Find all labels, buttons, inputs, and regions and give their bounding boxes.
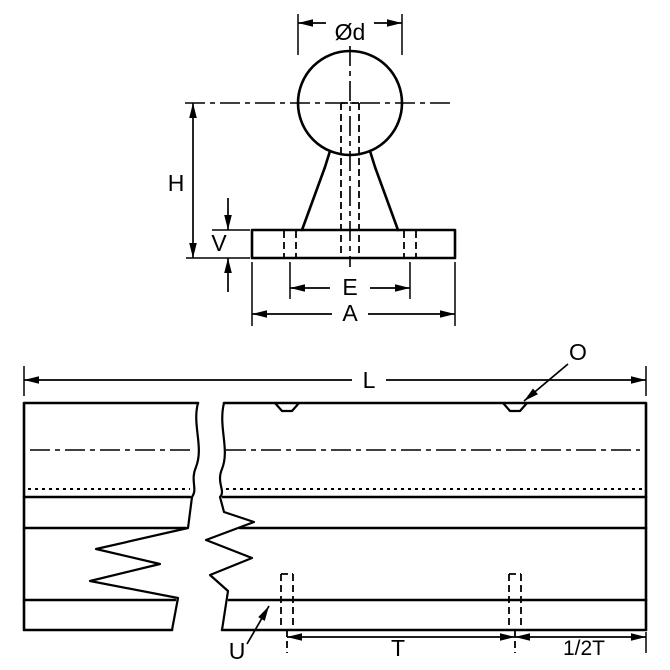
bottom-hole-2-hidden [508, 573, 522, 629]
left-break-line [88, 402, 200, 631]
rail-right-segment-outline [220, 401, 648, 632]
dim-hole-pitch: T 1/2T [286, 630, 647, 661]
bottom-hole-label: U [229, 638, 246, 664]
rail-left-segment-outline [22, 401, 200, 632]
top-hole-label: O [569, 339, 587, 365]
dim-base-thickness: V [211, 198, 250, 292]
dim-length: L [23, 366, 647, 396]
bottom-hole-1-hidden [280, 573, 294, 629]
dim-base-width: A [251, 262, 456, 326]
base-thickness-label: V [211, 230, 227, 256]
rail-side-view: L O [22, 339, 648, 664]
hole-pitch-label: T [391, 635, 405, 661]
base-plate [250, 228, 457, 260]
dim-hole-spacing: E [289, 262, 411, 300]
callout-bottom-hole: U [229, 605, 270, 664]
dim-shaft-diameter: Ød [297, 14, 403, 55]
top-hole-leader-arrow [523, 363, 569, 402]
countersink-hole-1 [274, 402, 300, 413]
hole-spacing-label: E [342, 274, 357, 300]
countersink-hole-2 [502, 402, 528, 413]
end-offset-label: 1/2T [563, 637, 605, 660]
bottom-hole-leader-arrow [246, 605, 270, 645]
dim-height: H [168, 103, 250, 259]
callout-top-hole: O [523, 339, 587, 402]
stem-left-edge [300, 149, 332, 232]
shaft-diameter-label: Ød [335, 19, 366, 45]
base-width-label: A [342, 300, 358, 326]
support-ring [296, 49, 404, 157]
stem-right-edge [368, 149, 400, 232]
support-front-view: Ød H V E A [168, 14, 457, 326]
height-label: H [168, 170, 185, 196]
right-break-line [204, 402, 256, 631]
length-label: L [363, 367, 376, 393]
